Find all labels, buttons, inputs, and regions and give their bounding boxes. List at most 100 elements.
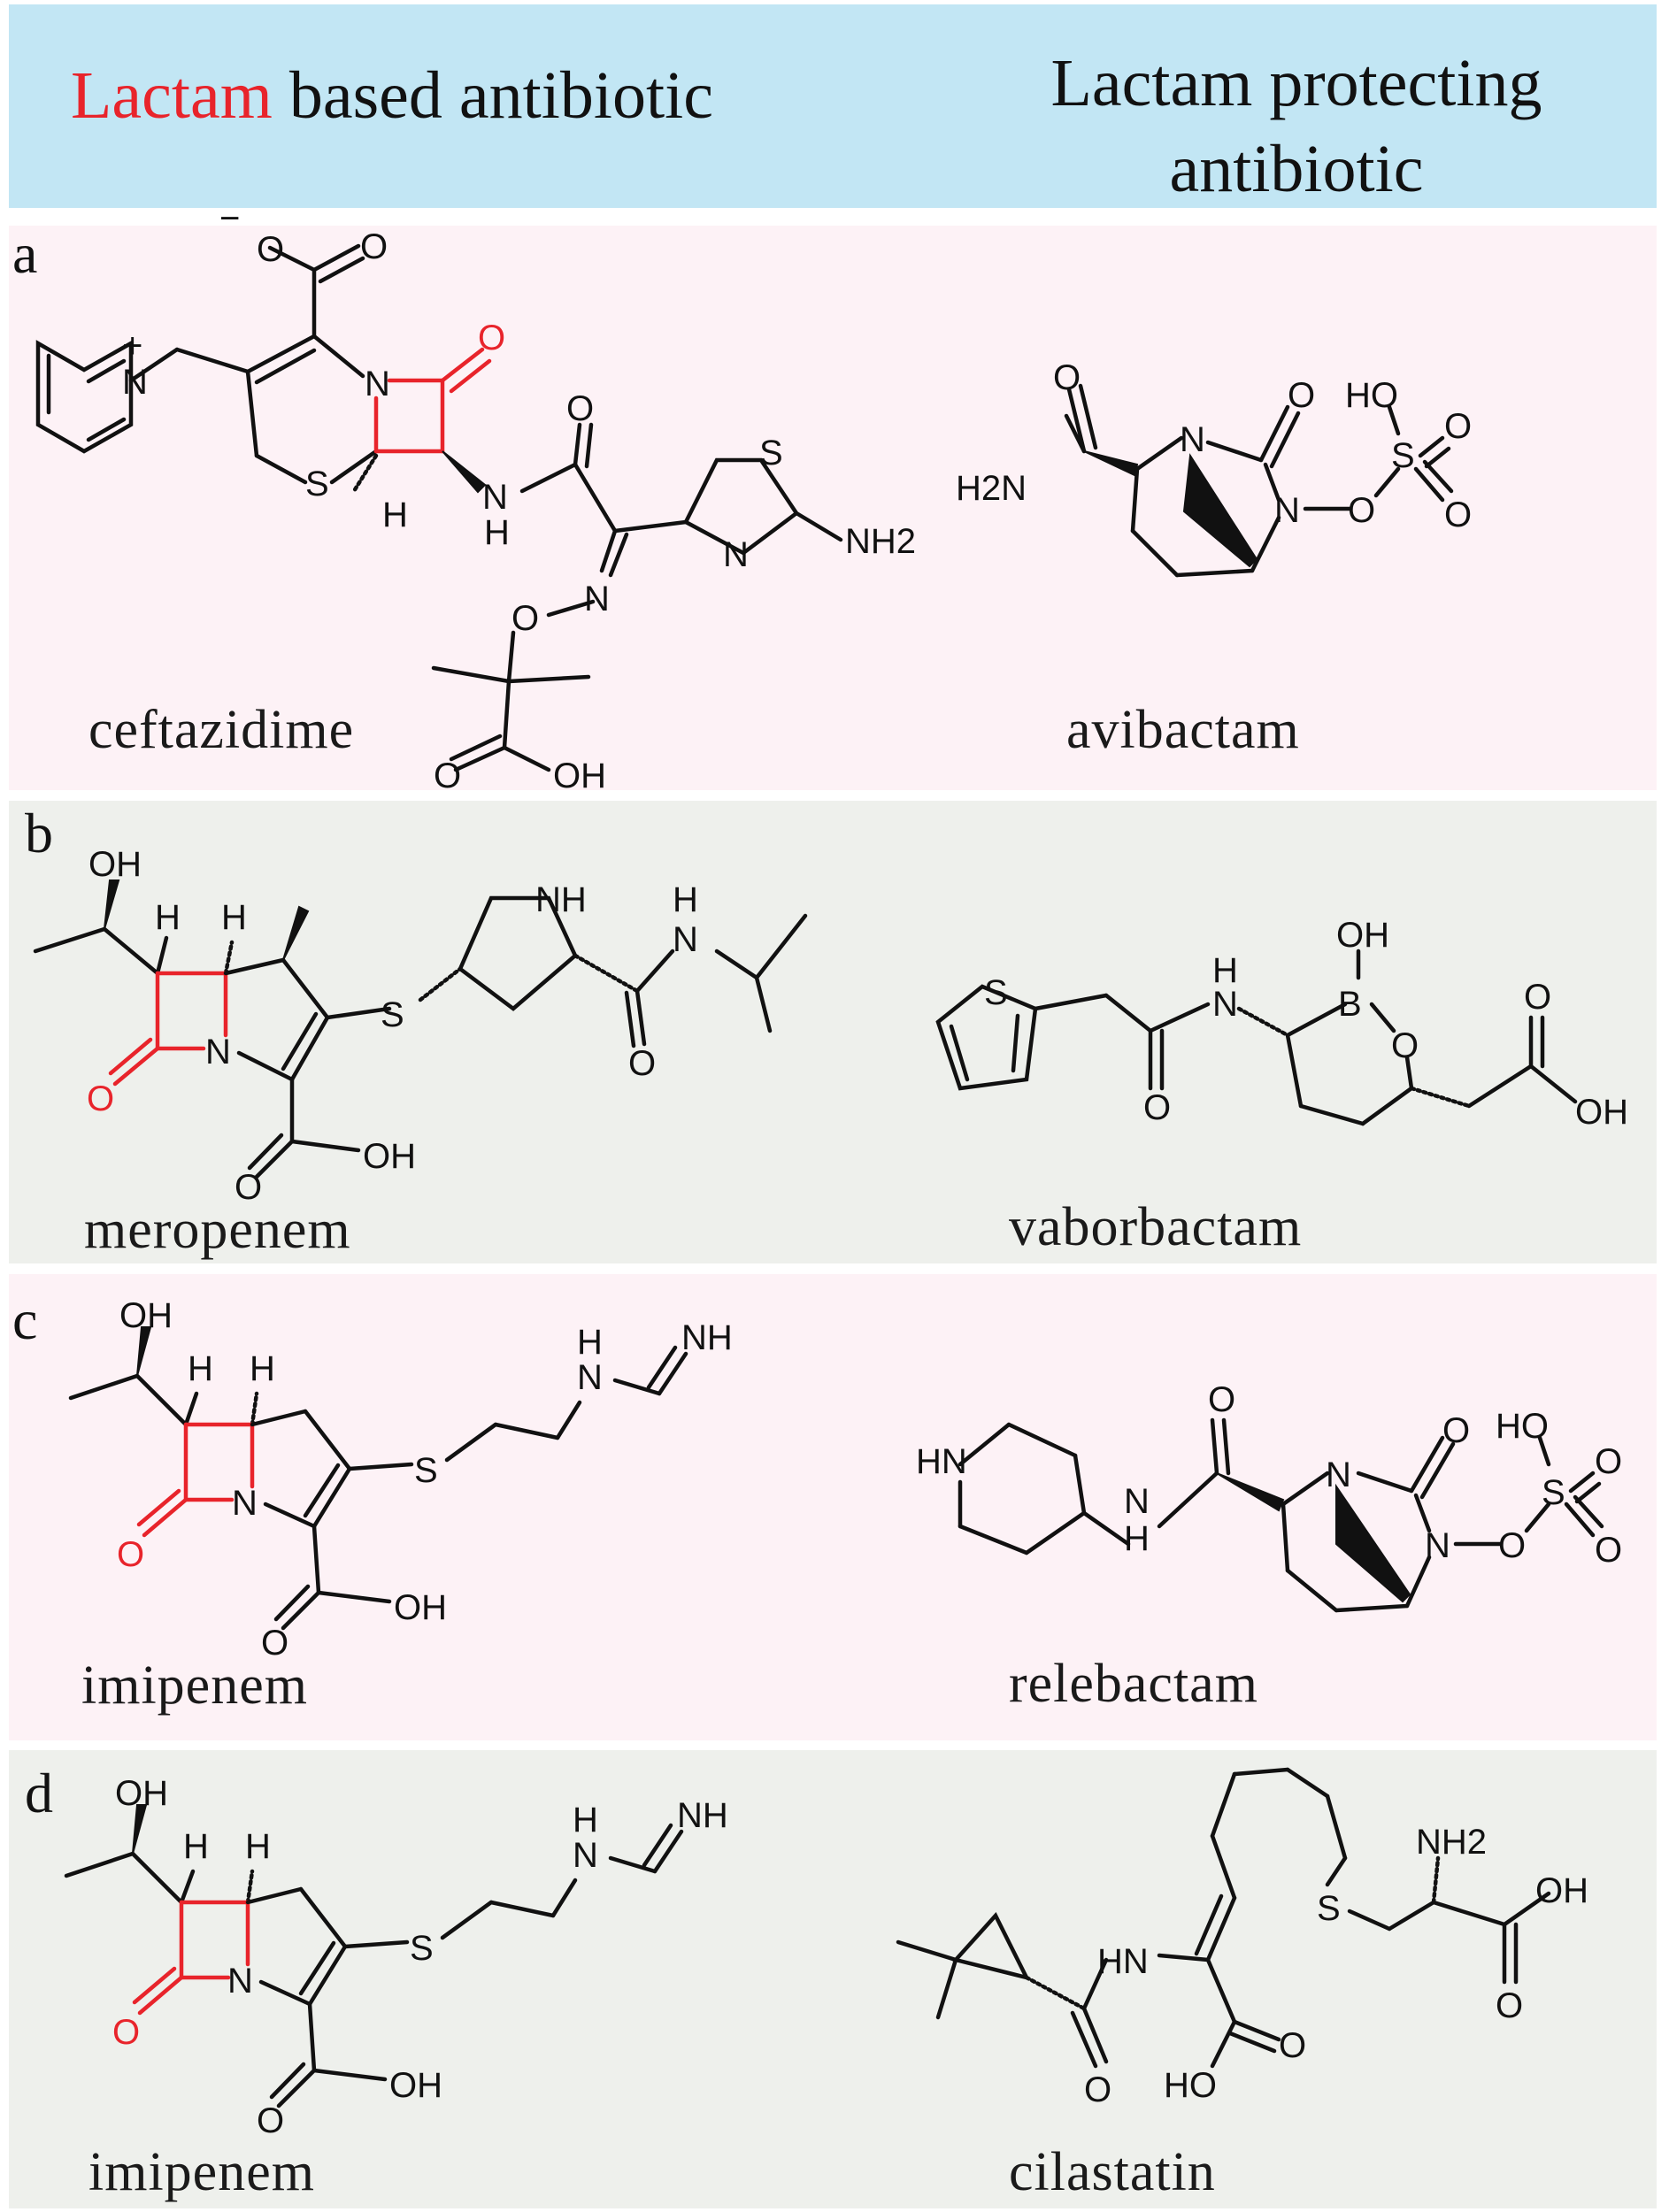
atom-nh2: NH2 <box>1416 1823 1487 1862</box>
atom-nh: NH <box>677 1796 728 1835</box>
cyclopropane-ring <box>951 1912 1031 1981</box>
compound-name-meropenem: meropenem <box>84 1200 351 1260</box>
atom-s: S <box>984 973 1008 1012</box>
atom-n: N <box>1274 491 1300 530</box>
atom-ho: HO <box>1496 1407 1549 1446</box>
atom-n: N <box>584 580 610 618</box>
header-right-line2: antibiotic <box>1169 132 1424 207</box>
atom-o: O <box>1288 376 1315 415</box>
atom-o: O <box>1348 491 1375 530</box>
atom-h: H <box>155 898 181 937</box>
panel-letter-a: a <box>12 222 38 285</box>
atom-oh: OH <box>1535 1871 1588 1910</box>
atom-oh: OH <box>389 2066 442 2105</box>
atom-n-plus: N <box>122 363 148 402</box>
atom-h2n: H2N <box>956 469 1027 508</box>
atom-o: O <box>1524 978 1551 1017</box>
atom-oh: OH <box>363 1137 416 1176</box>
compound-name-relebactam: relebactam <box>1009 1654 1258 1714</box>
atom-n: N <box>1326 1455 1351 1494</box>
header-bar <box>9 4 1657 208</box>
compound-name-imipenem-d: imipenem <box>88 2142 315 2202</box>
compound-name-ceftazidime: ceftazidime <box>88 700 355 760</box>
atom-o: O <box>1444 495 1472 534</box>
compound-name-vaborbactam: vaborbactam <box>1009 1197 1303 1257</box>
atom-o: O <box>257 230 284 269</box>
atom-o: O <box>1595 1442 1622 1481</box>
atom-n: N <box>577 1358 603 1397</box>
atom-o-lactam: O <box>478 319 505 357</box>
atom-s: S <box>305 465 329 503</box>
atom-o-lactam: O <box>112 2013 140 2052</box>
lactam-highlight: Lactam <box>71 58 273 133</box>
panel-a <box>9 226 1657 790</box>
atom-o: O <box>261 1624 288 1663</box>
panel-letter-d: d <box>25 1762 53 1824</box>
atom-o: O <box>1595 1531 1622 1570</box>
atom-o: O <box>628 1044 656 1083</box>
atom-n: N <box>232 1484 258 1523</box>
atom-hn: HN <box>916 1442 967 1481</box>
atom-h: H <box>1124 1519 1150 1558</box>
atom-o-lactam: O <box>117 1535 144 1574</box>
thiophene-ring <box>935 984 1038 1091</box>
atom-n: N <box>1180 420 1205 459</box>
atom-o: O <box>360 227 388 266</box>
atom-oh: OH <box>394 1588 447 1627</box>
atom-s: S <box>1391 436 1415 475</box>
atom-o: O <box>434 757 461 795</box>
atom-h: H <box>221 898 247 937</box>
atom-h: H <box>183 1827 209 1866</box>
atom-o: O <box>1279 2026 1306 2065</box>
atom-o: O <box>1442 1411 1470 1450</box>
panel-b <box>9 801 1657 1263</box>
atom-o: O <box>1208 1380 1235 1419</box>
panel-d <box>9 1750 1657 2208</box>
pyrrolidine-ring <box>458 895 578 1011</box>
atom-oh: OH <box>119 1296 173 1335</box>
atom-s: S <box>414 1451 438 1490</box>
atom-o: O <box>1084 2070 1111 2109</box>
atom-oh: OH <box>88 845 142 884</box>
atom-o: O <box>235 1168 262 1207</box>
atom-o: O <box>1496 1986 1523 2025</box>
charge-minus: − <box>219 199 240 238</box>
pyridinium-ring <box>35 340 134 454</box>
atom-n: N <box>573 1836 598 1875</box>
atom-o: O <box>257 2101 284 2140</box>
header-left-title: Lactam based antibiotic <box>71 53 713 139</box>
thiazole-ring <box>683 457 800 556</box>
atom-h: H <box>1212 951 1238 990</box>
atom-h: H <box>245 1827 271 1866</box>
atom-n: N <box>1212 985 1238 1024</box>
atom-s: S <box>1542 1473 1565 1512</box>
atom-n: N <box>365 365 390 403</box>
atom-n: N <box>227 1962 253 2001</box>
atom-ho: HO <box>1164 2066 1217 2105</box>
atom-n: N <box>482 478 508 517</box>
atom-n: N <box>723 535 749 574</box>
atom-h: H <box>250 1349 275 1388</box>
panel-c <box>9 1274 1657 1740</box>
atom-h: H <box>577 1323 603 1362</box>
atom-s: S <box>759 434 783 472</box>
atom-ho: HO <box>1345 376 1398 415</box>
charge-plus: + <box>122 326 142 365</box>
atom-oh: OH <box>1336 916 1389 955</box>
atom-o: O <box>1143 1088 1171 1127</box>
atom-o-lactam: O <box>87 1079 114 1118</box>
atom-n: N <box>205 1033 231 1071</box>
atom-s: S <box>410 1929 434 1968</box>
compound-name-avibactam: avibactam <box>1066 700 1300 760</box>
atom-b: B <box>1338 985 1362 1024</box>
atom-n: N <box>673 920 698 959</box>
atom-o: O <box>1498 1526 1526 1565</box>
atom-o: O <box>1444 407 1472 446</box>
